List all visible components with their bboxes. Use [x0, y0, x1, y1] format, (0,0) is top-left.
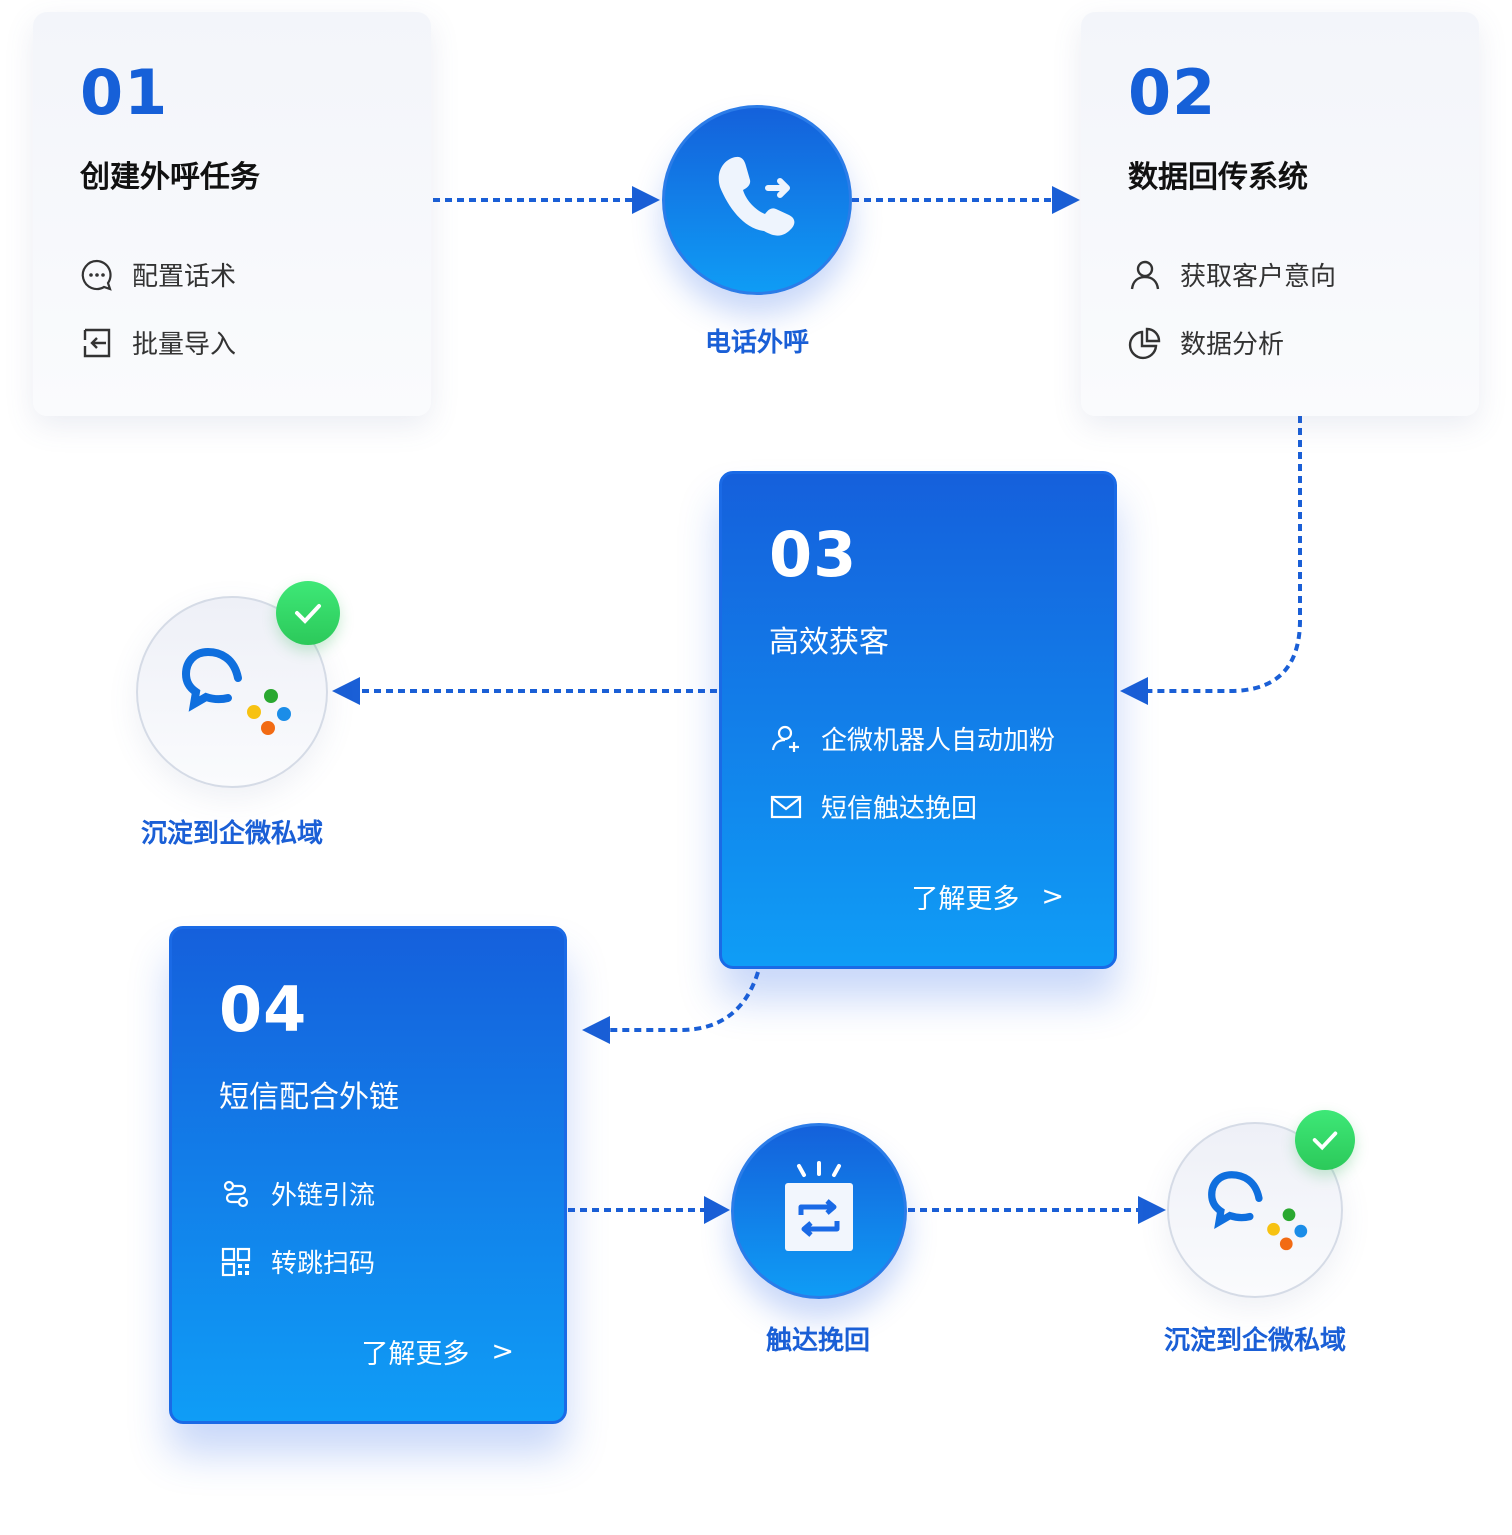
phone-call-label: 电话外呼 [704, 328, 809, 358]
item-label: 企微机器人自动加粉 [821, 726, 1056, 756]
checkmark-icon [1312, 1131, 1338, 1151]
step-number: 02 [1128, 56, 1217, 129]
learn-more-link[interactable]: 了解更多 > [361, 1332, 514, 1371]
item-label: 转跳扫码 [271, 1249, 376, 1279]
pie-chart-icon [1128, 327, 1161, 359]
step-card-03: 03 高效获客 企微机器人自动加粉 短信触达挽回 了解更多 > [719, 471, 1117, 969]
step-card-02: 02 数据回传系统 获取客户意向 数据分析 [1081, 12, 1479, 416]
phone-call-node [662, 105, 852, 295]
step-title: 高效获客 [769, 625, 889, 660]
check-badge [276, 581, 340, 645]
chevron-right-icon: > [491, 1336, 514, 1367]
wecom-label: 沉淀到企微私域 [1163, 1326, 1346, 1356]
mail-icon [770, 795, 802, 818]
checkmark-icon [295, 604, 321, 624]
wecom-logo-icon [1208, 1171, 1308, 1251]
step-number: 01 [80, 56, 169, 129]
step-number: 04 [219, 973, 308, 1046]
step-number: 03 [769, 518, 858, 591]
item-label: 批量导入 [132, 330, 237, 360]
item-label: 短信触达挽回 [821, 794, 978, 824]
link-flow-icon [223, 1180, 249, 1207]
sms-reach-label: 触达挽回 [765, 1326, 870, 1356]
user-icon [1130, 260, 1160, 289]
wecom-logo-icon [181, 647, 291, 735]
step-title: 短信配合外链 [219, 1080, 399, 1115]
import-icon [83, 328, 111, 357]
item-label: 外链引流 [271, 1181, 376, 1211]
learn-more-link[interactable]: 了解更多 > [911, 877, 1064, 916]
learn-more-label: 了解更多 [361, 1339, 470, 1370]
learn-more-label: 了解更多 [911, 884, 1020, 915]
sms-refresh-icon [785, 1161, 853, 1251]
step-title: 创建外呼任务 [80, 160, 260, 195]
list-item: 获取客户意向 [1128, 256, 1336, 293]
list-item: 批量导入 [80, 324, 236, 361]
phone-outgoing-icon [718, 156, 795, 236]
item-label: 获取客户意向 [1180, 262, 1337, 292]
step-card-04: 04 短信配合外链 外链引流 转跳扫码 了解更多 > [169, 926, 567, 1424]
sms-reach-node [731, 1123, 907, 1299]
chevron-right-icon: > [1041, 881, 1064, 912]
list-item: 数据分析 [1128, 324, 1284, 361]
list-item: 短信触达挽回 [769, 788, 977, 825]
item-label: 配置话术 [132, 262, 237, 292]
check-badge [1295, 1110, 1355, 1170]
add-user-icon [771, 725, 799, 752]
step-title: 数据回传系统 [1128, 160, 1308, 195]
item-label: 数据分析 [1180, 330, 1285, 360]
list-item: 外链引流 [219, 1175, 375, 1212]
step-card-01: 01 创建外呼任务 配置话术 批量导入 [33, 12, 431, 416]
qr-code-icon [221, 1247, 251, 1276]
list-item: 配置话术 [80, 256, 236, 293]
list-item: 企微机器人自动加粉 [769, 720, 1055, 757]
list-item: 转跳扫码 [219, 1243, 375, 1280]
wecom-label: 沉淀到企微私域 [140, 819, 323, 849]
chat-bubble-icon [81, 259, 112, 291]
